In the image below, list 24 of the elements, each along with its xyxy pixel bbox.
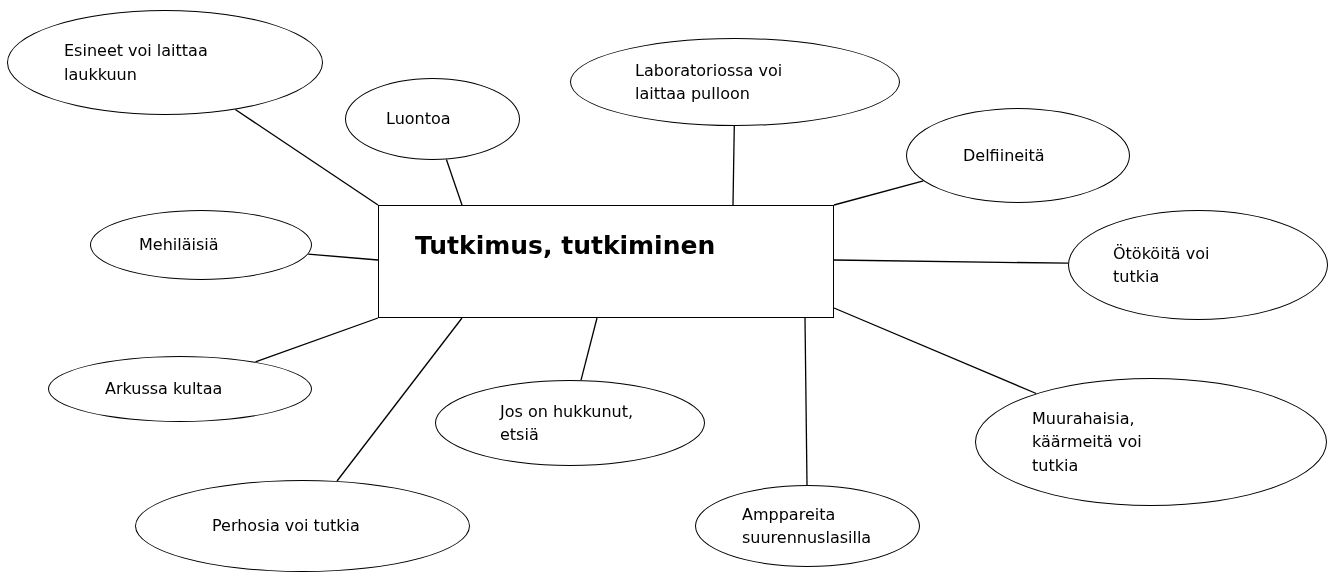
idea-text: Laboratoriossa voi laittaa pulloon: [635, 59, 784, 105]
idea-text: Mehiläisiä: [139, 234, 219, 257]
topic-box: [378, 205, 834, 318]
idea-text: Luontoa: [386, 108, 451, 131]
connector-line: [804, 317, 808, 486]
connector-line: [833, 180, 925, 206]
connector-line: [307, 253, 379, 261]
idea-text: Ötököitä voi tutkia: [1113, 242, 1211, 288]
connector-line: [336, 317, 463, 482]
idea-text: Esineet voi laittaa laukkuun: [64, 40, 209, 86]
idea-text: Muurahaisia, käärmeitä voi tutkia: [1032, 408, 1143, 477]
connector-line: [580, 317, 598, 381]
idea-text: Perhosia voi tutkia: [212, 515, 360, 538]
connector-line: [445, 158, 463, 206]
idea-text: Delfiineitä: [963, 144, 1045, 167]
connector-line: [833, 259, 1069, 264]
idea-text: Amppareita suurennuslasilla: [742, 503, 873, 549]
connector-line: [833, 307, 1037, 395]
connector-line: [254, 317, 379, 363]
idea-text: Jos on hukkunut, etsiä: [500, 400, 635, 446]
idea-text: Arkussa kultaa: [105, 378, 223, 401]
topic-title: Tutkimus, tutkiminen: [415, 230, 716, 262]
connector-line: [234, 108, 379, 206]
connector-line: [732, 125, 735, 206]
